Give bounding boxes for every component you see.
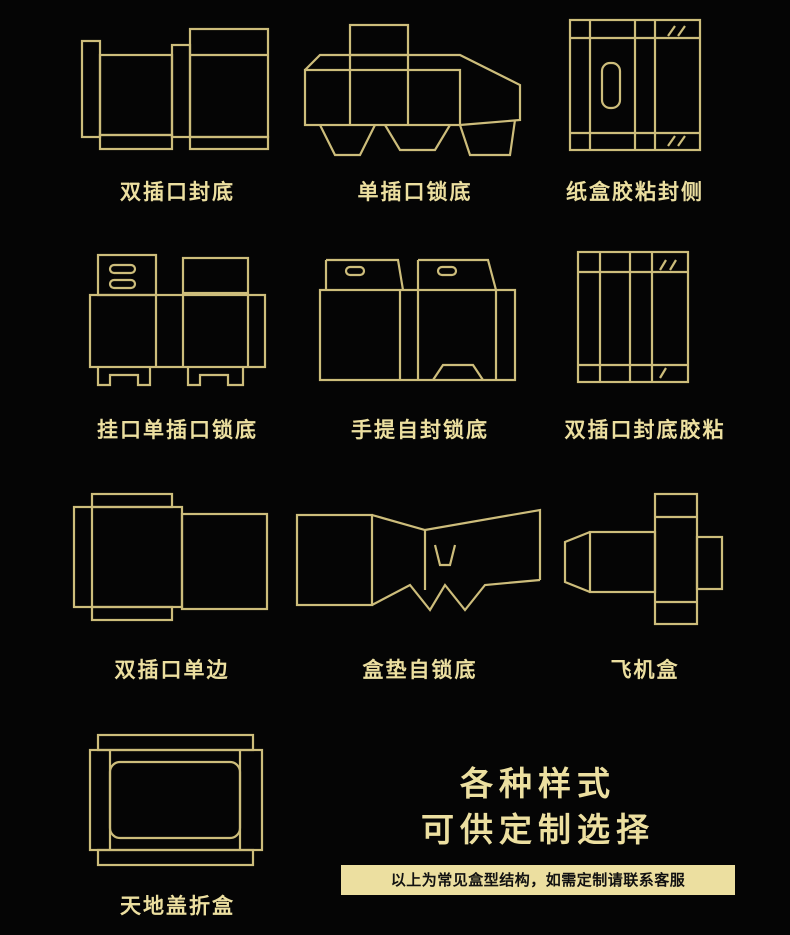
box-diagram-pad-self-lock-bottom — [295, 505, 545, 615]
box-diagram-4-icon — [88, 253, 267, 387]
box-diagram-6-icon — [576, 250, 690, 384]
item-label-10: 天地盖折盒 — [120, 894, 235, 918]
item-label-9: 飞机盒 — [610, 658, 680, 682]
box-diagram-2-icon — [303, 23, 522, 157]
box-diagram-double-tuck-single-side — [72, 492, 272, 632]
box-diagram-5-icon — [318, 258, 517, 382]
item-label-5: 手提自封锁底 — [351, 418, 489, 442]
tagline-line-1: 各种样式 — [460, 764, 616, 803]
box-diagram-lid-base-fold-box — [88, 730, 264, 870]
box-diagram-8-icon — [295, 508, 542, 612]
box-diagram-double-tuck-sealed-bottom — [80, 25, 275, 155]
box-diagram-7-icon — [72, 492, 269, 622]
box-diagram-9-icon — [563, 492, 724, 626]
box-diagram-mailer-box — [560, 492, 730, 632]
item-label-4: 挂口单插口锁底 — [97, 418, 258, 442]
box-diagram-3-icon — [568, 18, 702, 152]
item-label-7: 双插口单边 — [114, 658, 230, 682]
box-diagram-double-tuck-glued — [568, 250, 698, 390]
box-diagram-handle-self-lock-bottom — [318, 255, 523, 390]
contact-note-banner: 以上为常见盒型结构，如需定制请联系客服 — [341, 865, 735, 895]
box-diagram-single-tuck-lock-bottom — [300, 20, 530, 160]
item-label-6: 双插口封底胶粘 — [564, 418, 726, 442]
box-diagram-glued-side-box — [560, 18, 710, 153]
tagline-line-2: 可供定制选择 — [421, 810, 655, 849]
box-diagram-1-icon — [80, 27, 270, 151]
item-label-1: 双插口封底 — [120, 180, 235, 204]
item-label-8: 盒垫自锁底 — [362, 658, 478, 682]
item-label-2: 单插口锁底 — [357, 180, 473, 204]
box-diagram-10-icon — [88, 733, 264, 867]
item-label-3: 纸盒胶粘封侧 — [566, 180, 704, 204]
box-diagram-hanging-tuck-lock-bottom — [88, 250, 268, 390]
